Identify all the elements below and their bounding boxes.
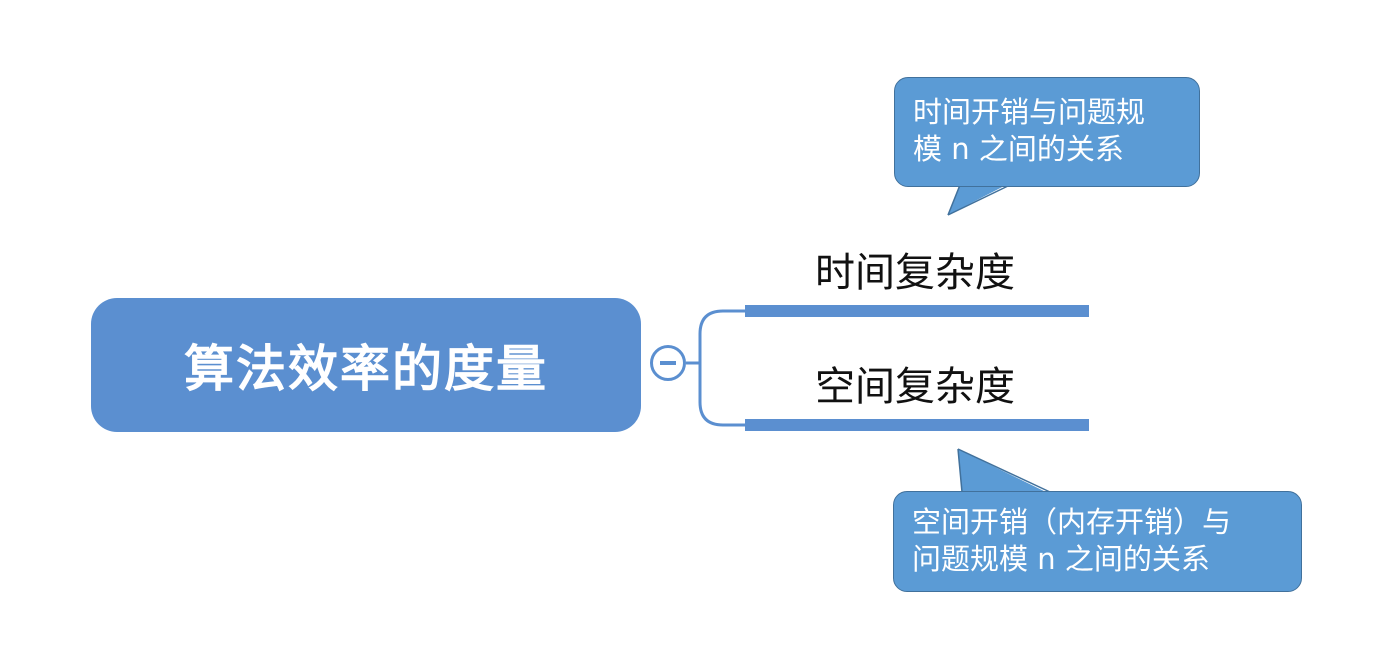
minus-circle-icon	[660, 361, 676, 365]
connector-branch-time	[686, 309, 746, 365]
branch-space-complexity-label[interactable]: 空间复杂度	[815, 364, 1015, 410]
collapse-toggle[interactable]	[650, 345, 686, 381]
callout-space-line2: 问题规模 n 之间的关系	[912, 542, 1210, 576]
root-node-label: 算法效率的度量	[184, 340, 548, 398]
branch-space-complexity-underline	[745, 419, 1089, 431]
callout-space-line1: 空间开销（内存开销）与	[912, 505, 1232, 539]
branch-time-complexity-underline	[745, 305, 1089, 317]
callout-time-line2: 模 n 之间的关系	[913, 132, 1124, 166]
callout-time-line1: 时间开销与问题规	[913, 95, 1146, 129]
root-node[interactable]: 算法效率的度量	[91, 298, 641, 432]
callout-space: 空间开销（内存开销）与 问题规模 n 之间的关系	[893, 491, 1302, 592]
branch-time-complexity-label[interactable]: 时间复杂度	[815, 250, 1015, 296]
callout-time: 时间开销与问题规 模 n 之间的关系	[894, 77, 1200, 187]
connector-branch-space	[698, 363, 746, 427]
